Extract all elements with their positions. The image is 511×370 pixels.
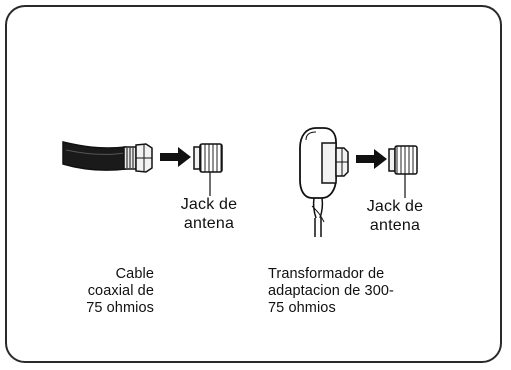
- antenna-jack-label-left: Jack de antena: [180, 196, 238, 232]
- antenna-jack-icon: [388, 145, 418, 198]
- transformer-caption: Transformador de adaptacion de 300- 75 o…: [268, 266, 394, 316]
- antenna-jack-label-right: Jack de antena: [366, 198, 424, 234]
- diagram-frame: [5, 5, 502, 363]
- arrow-right-icon: [356, 149, 387, 169]
- matching-transformer-icon: [299, 127, 349, 237]
- arrow-right-icon: [160, 147, 191, 167]
- antenna-jack-icon: [193, 143, 223, 196]
- coaxial-cable-icon: [62, 141, 153, 173]
- coaxial-cable-caption: Cable coaxial de 75 ohmios: [86, 266, 154, 316]
